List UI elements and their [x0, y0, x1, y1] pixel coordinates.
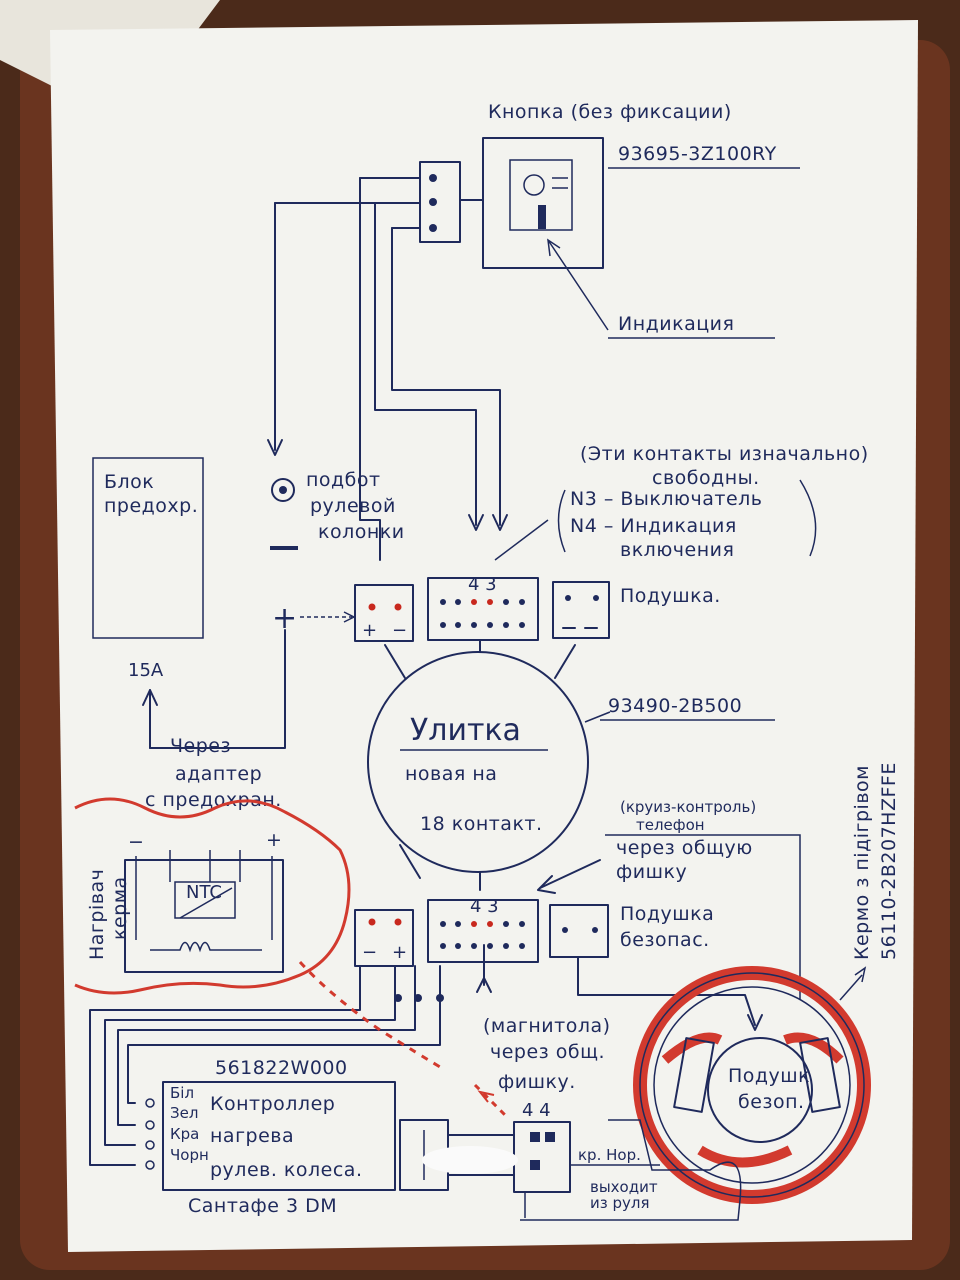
wire-green: Зел: [170, 1104, 198, 1122]
svg-text:−: −: [392, 620, 407, 641]
cruise-note-line2: телефон: [636, 816, 705, 834]
contacts-note-line2: свободны.: [652, 467, 760, 489]
airbag-connector-top: [552, 581, 610, 639]
via-adapter-line3: с предохран.: [145, 789, 282, 811]
wheel-center-line2: безоп.: [738, 1091, 805, 1113]
horn-label: кр. Нор.: [578, 1146, 641, 1164]
radio-note-line3: фишку.: [498, 1071, 576, 1093]
heater-coil-red: [74, 797, 351, 995]
wheel-side-line2: 56110-2B207HZFFE: [878, 762, 900, 960]
ground-point: [271, 478, 295, 502]
controller-line2: нагрева: [210, 1125, 294, 1147]
airbag-connector-bottom: [549, 904, 609, 958]
clockspring-title: Улитка: [410, 713, 521, 748]
wire-black: Чорн: [170, 1146, 209, 1164]
wheel-hub: [707, 1037, 813, 1143]
paper-sheet: [50, 20, 918, 1252]
svg-text:+: +: [392, 942, 407, 963]
wheel-center-line1: Подушк: [728, 1065, 810, 1087]
pins-bottom-label: 4 3: [470, 896, 499, 917]
plus-sign: +: [272, 601, 297, 636]
button-connector: [419, 161, 461, 243]
contacts-note-n4-cont: включения: [620, 539, 734, 561]
wire-white: Біл: [170, 1084, 194, 1102]
pins-top-label: 4 3: [468, 574, 497, 595]
button-box: [482, 137, 604, 269]
indication-label: Индикация: [618, 313, 734, 335]
footer-label: Сантафе 3 DM: [188, 1195, 337, 1217]
contacts-note-n3: N3 – Выключатель: [570, 488, 763, 510]
heater-label-line1: Нагрівач: [86, 869, 108, 960]
indicator-led: [538, 205, 546, 229]
bottom-connector-pins: [440, 921, 525, 949]
steering-column-line3: колонки: [318, 521, 405, 543]
ntc-label: NTC: [186, 882, 222, 903]
cruise-note-line1: (круиз-контроль): [620, 798, 756, 816]
radio-note-line1: (магнитола): [483, 1015, 611, 1037]
bottom-connector-pins: 4 4: [522, 1100, 551, 1121]
radio-note-line2: через общ.: [490, 1041, 605, 1063]
clockspring-line3: 18 контакт.: [420, 813, 543, 835]
airbag-top-label: Подушка.: [620, 585, 721, 607]
controller-line1: Контроллер: [210, 1093, 335, 1115]
fuse-block: [92, 457, 204, 639]
clockspring-part-number: 93490-2B500: [608, 695, 742, 717]
airbag-bottom-line1: Подушка: [620, 903, 714, 925]
exit-line2: из руля: [590, 1194, 650, 1212]
heater-label-line2: керма: [109, 876, 131, 940]
power-icon: [523, 174, 545, 196]
power-connector-top: [354, 584, 414, 642]
svg-text:−: −: [362, 942, 377, 963]
cruise-note-line4: фишку: [616, 861, 687, 883]
svg-text:+: +: [362, 620, 377, 641]
clockspring-line2: новая на: [405, 763, 497, 785]
button-part-number: 93695-3Z100RY: [618, 143, 777, 165]
controller-part-number: 561822W000: [215, 1057, 348, 1079]
exit-line1: выходит: [590, 1178, 658, 1196]
steering-column-line1: подбот: [306, 469, 381, 491]
controller-line3: рулев. колеса.: [210, 1159, 362, 1181]
fuse-rating: 15А: [128, 660, 164, 681]
contacts-note-line1: (Эти контакты изначально): [580, 443, 869, 465]
fuse-block-line2: предохр.: [104, 495, 198, 517]
button-face: [509, 159, 573, 231]
airbag-bottom-line2: безопас.: [620, 929, 710, 951]
svg-text:+: +: [266, 829, 282, 851]
top-connector-pins: [440, 599, 525, 628]
heater-element: [124, 859, 284, 973]
controller-wire-labels: Біл Зел Кра Чорн: [145, 1084, 209, 1170]
wheel-connector: [513, 1121, 571, 1193]
clockspring-circle: [367, 651, 589, 873]
indication-arrow: [547, 239, 609, 331]
button-title: Кнопка (без фиксации): [488, 101, 732, 123]
clockspring-connector-top: [427, 577, 539, 641]
wire-red: Кра: [170, 1125, 199, 1143]
fuse-block-line1: Блок: [104, 471, 154, 493]
steering-column-line2: рулевой: [310, 495, 396, 517]
cruise-note-line3: через общую: [616, 837, 753, 859]
contacts-note-n4: N4 – Индикация: [570, 515, 737, 537]
via-adapter-line2: адаптер: [175, 763, 262, 785]
wheel-side-line1: Кермо з підігрівом: [851, 765, 873, 960]
ntc-sensor: [174, 881, 236, 919]
svg-text:−: −: [128, 831, 144, 853]
power-connector-bottom: [354, 909, 414, 967]
via-adapter-line1: Через: [170, 735, 231, 757]
controller-box: [162, 1081, 396, 1191]
